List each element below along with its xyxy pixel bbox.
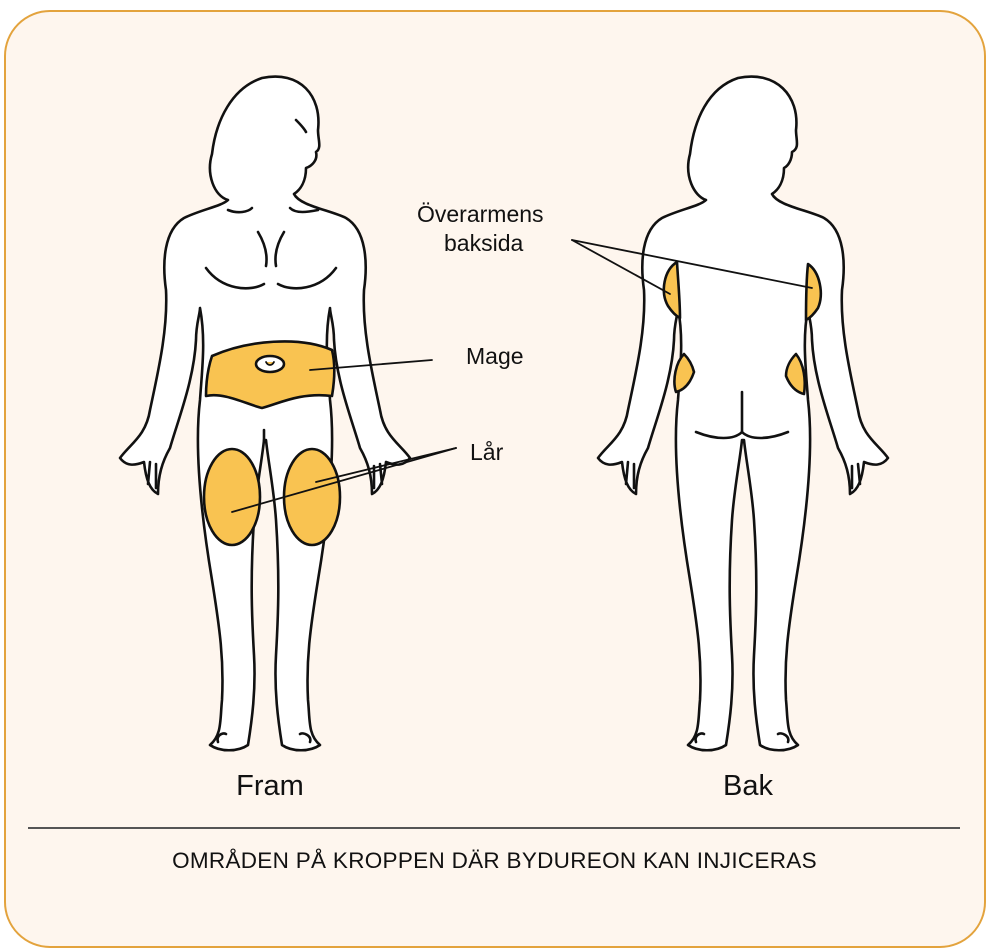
- upper-arm-label-line-2: baksida: [417, 229, 544, 258]
- back-caption: Bak: [688, 770, 808, 803]
- stomach-label: Mage: [466, 342, 524, 371]
- upper-arm-label-line-1: Överarmens: [417, 200, 544, 229]
- upper-arm-label: Överarmens baksida: [417, 200, 544, 258]
- right-thigh-zone: [284, 449, 340, 545]
- front-caption: Fram: [200, 770, 340, 803]
- left-thigh-zone: [204, 449, 260, 545]
- front-body-outline: [120, 77, 410, 751]
- figure-footer: OMRÅDEN PÅ KROPPEN DÄR BYDUREON KAN INJI…: [0, 848, 989, 874]
- back-body-outline: [598, 77, 888, 751]
- thigh-label: Lår: [470, 438, 503, 467]
- divider: [28, 827, 960, 829]
